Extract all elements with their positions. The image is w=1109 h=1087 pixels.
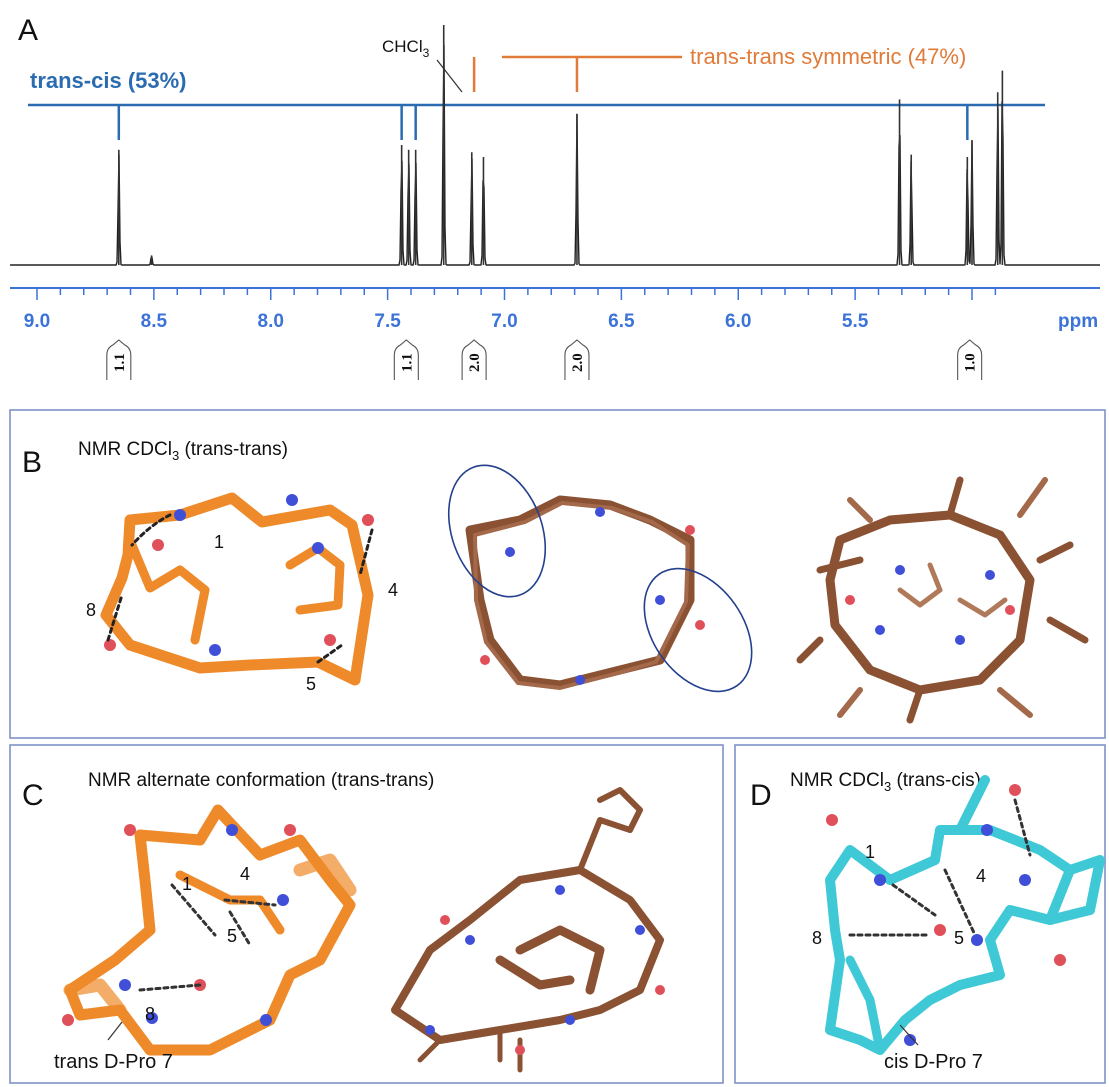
trans-trans-bracket-ticks	[472, 57, 579, 92]
trans-cis-bracket-ticks	[117, 105, 969, 140]
panel-b-orange-structure	[100, 492, 374, 686]
ppm-tick-label: 6.0	[725, 311, 751, 332]
panel-a-letter: A	[18, 14, 38, 47]
integral-value: 1.1	[399, 353, 415, 372]
integral-marker: 1.1	[393, 339, 419, 380]
integral-value: 1.1	[112, 353, 128, 372]
integral-marker: 2.0	[564, 339, 590, 380]
nmr-peaks	[118, 25, 1004, 265]
panel-c-residue-pointer	[107, 1021, 123, 1041]
panel-d-cyan-structure	[825, 775, 1105, 1055]
ppm-tick-label: 9.0	[24, 311, 50, 332]
trans-cis-label: trans-cis (53%)	[30, 68, 187, 93]
panel-b-title: NMR CDCl3 (trans-trans)	[78, 439, 288, 463]
panel-b-hbond-8: 8	[86, 600, 96, 620]
ppm-tick-label: 8.5	[141, 311, 168, 332]
panel-d-hbond-1: 1	[865, 842, 875, 862]
solvent-pointer	[436, 59, 463, 93]
panel-c: C NMR alternate conformation (trans-tran…	[9, 744, 724, 1084]
panel-c-hbond-5: 5	[227, 926, 237, 946]
panel-b-brown-ensemble	[447, 464, 753, 693]
panel-c-frame	[9, 744, 724, 1084]
ppm-tick-label: 8.0	[258, 311, 284, 332]
panel-c-residue-label: trans D-Pro 7	[54, 1051, 173, 1073]
integral-marker: 2.0	[461, 339, 487, 380]
panel-d-hbond-4: 4	[976, 866, 986, 886]
panel-b-letter: B	[22, 446, 42, 479]
panel-b-frame	[9, 409, 1106, 739]
ppm-tick-label: 7.5	[374, 311, 401, 332]
solvent-label: CHCl3	[382, 37, 430, 60]
panel-c-hbond-4: 4	[240, 864, 250, 884]
integral-value: 2.0	[570, 353, 586, 372]
panel-d-hbond-5: 5	[954, 928, 964, 948]
panel-d-hbond-8: 8	[812, 928, 822, 948]
nmr-spectrum-trace	[10, 44, 1100, 266]
panel-d-residue-pointer	[899, 1024, 919, 1046]
panel-b: B NMR CDCl3 (trans-trans) 1 4 5 8	[9, 409, 1106, 739]
panel-d-residue-label: cis D-Pro 7	[884, 1051, 983, 1073]
ppm-tick-label: 7.0	[491, 311, 517, 332]
panel-d-letter: D	[750, 779, 772, 812]
integral-value: 1.0	[963, 353, 979, 372]
integral-marker: 1.1	[106, 339, 132, 380]
trans-trans-label: trans-trans symmetric (47%)	[690, 44, 966, 69]
ppm-axis-unit: ppm	[1058, 311, 1098, 332]
integral-value: 2.0	[467, 353, 483, 372]
panel-b-brown-ensemble-top-view	[796, 476, 1089, 724]
panel-b-hbond-1: 1	[214, 532, 224, 552]
panel-d-frame	[734, 744, 1106, 1084]
panel-a: A trans-cis (53%) trans-trans symmetric …	[10, 14, 1100, 380]
panel-c-orange-structure	[62, 804, 357, 1056]
panel-c-hbond-1: 1	[182, 874, 192, 894]
panel-c-letter: C	[22, 779, 44, 812]
panel-d-title: NMR CDCl3 (trans-cis)	[790, 770, 981, 794]
panel-b-hbond-4: 4	[388, 580, 398, 600]
ppm-axis-ticks: 9.0 8.5 8.0 7.5 7.0 6.5 6.0 5.5	[24, 288, 997, 332]
panel-c-brown-ensemble	[391, 787, 665, 1073]
integral-labels: 1.1 1.1 2.0 2.0 1.0	[106, 339, 983, 380]
panel-b-hbond-5: 5	[306, 674, 316, 694]
ppm-tick-label: 5.5	[842, 311, 869, 332]
ppm-tick-label: 6.5	[608, 311, 635, 332]
integral-marker: 1.0	[957, 339, 983, 380]
panel-c-hbond-8: 8	[145, 1004, 155, 1024]
panel-c-title: NMR alternate conformation (trans-trans)	[88, 770, 434, 791]
panel-d: D NMR CDCl3 (trans-cis) 1 4 5 8 cis D-Pr…	[734, 744, 1106, 1084]
